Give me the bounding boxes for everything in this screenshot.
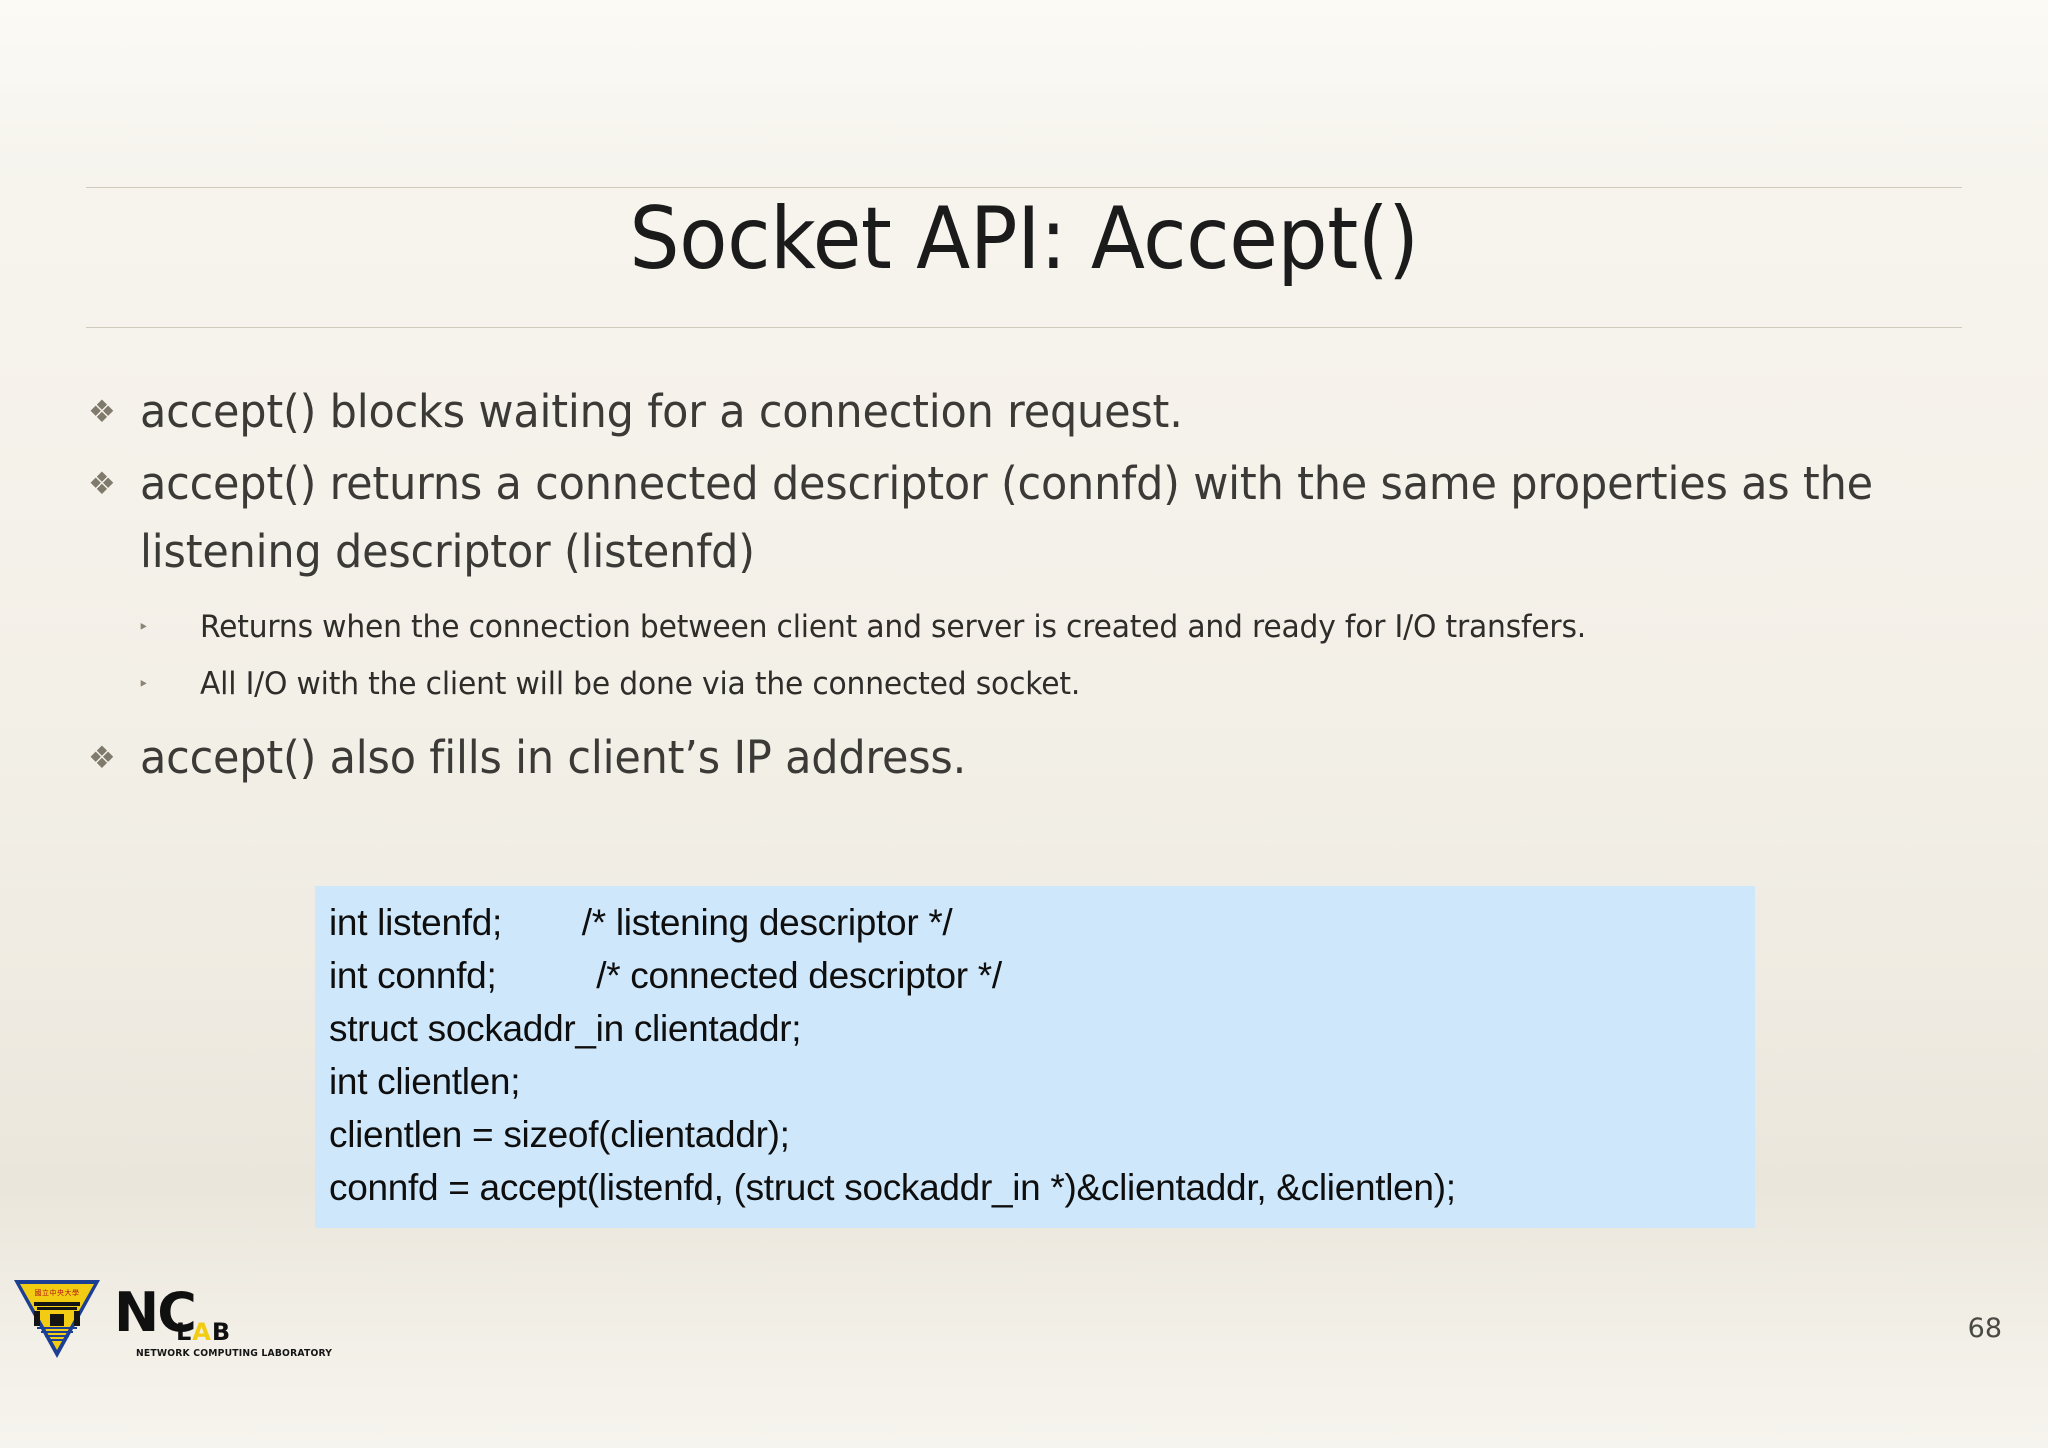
list-item-label: All I/O with the client will be done via…: [200, 666, 1081, 702]
list-item: ‣ All I/O with the client will be done v…: [86, 657, 1986, 712]
nclab-lab-b: B: [211, 1318, 232, 1346]
crest-waves: [34, 1327, 80, 1343]
code-line: clientlen = sizeof(clientaddr);: [329, 1114, 790, 1155]
spacer: [86, 714, 1986, 724]
title-rule-top: [86, 187, 1962, 188]
triangle-bullet-icon: ‣: [138, 617, 149, 637]
page-title: Socket API: Accept(): [629, 189, 1419, 289]
university-crest-icon: 國立中央大學: [14, 1280, 100, 1360]
diamond-bullet-icon: ❖: [88, 466, 116, 501]
code-block: int listenfd; /* listening descriptor */…: [315, 886, 1755, 1228]
list-item: ❖ accept() returns a connected descripto…: [86, 450, 1986, 586]
list-item: ❖ accept() blocks waiting for a connecti…: [86, 378, 1986, 446]
nclab-lab-a: A: [192, 1318, 212, 1346]
title-rule-bottom: [86, 327, 1962, 328]
nclab-logo: NC LAB NETWORK COMPUTING LABORATORY: [114, 1281, 332, 1360]
code-line: int clientlen;: [329, 1061, 521, 1102]
code-line: connfd = accept(listenfd, (struct sockad…: [329, 1167, 1456, 1208]
nclab-subtitle: NETWORK COMPUTING LABORATORY: [136, 1348, 333, 1359]
diamond-bullet-icon: ❖: [88, 394, 116, 429]
footer-logo: 國立中央大學 NC LAB NETWORK COMPUTING LABORATO…: [14, 1280, 332, 1360]
spacer: [86, 590, 1986, 600]
list-item: ❖ accept() also fills in client’s IP add…: [86, 724, 1986, 792]
list-item-label: accept() blocks waiting for a connection…: [140, 385, 1183, 438]
crest-chinese-text: 國立中央大學: [34, 1289, 80, 1297]
list-item: ‣ Returns when the connection between cl…: [86, 600, 1986, 655]
code-line: struct sockaddr_in clientaddr;: [329, 1008, 802, 1049]
nclab-lab-text: LAB: [176, 1320, 231, 1344]
list-item-label: Returns when the connection between clie…: [200, 609, 1587, 645]
list-item-label: accept() returns a connected descriptor …: [140, 457, 1873, 578]
nclab-nc-text: NC: [114, 1281, 197, 1344]
nclab-lab-l: L: [176, 1318, 193, 1346]
page-number: 68: [1967, 1313, 2002, 1344]
crest-gate-glyph: [34, 1302, 80, 1326]
diamond-bullet-icon: ❖: [88, 740, 116, 775]
bullet-list: ❖ accept() blocks waiting for a connecti…: [86, 378, 1986, 796]
triangle-bullet-icon: ‣: [138, 674, 149, 694]
code-line: int listenfd; /* listening descriptor */: [329, 902, 953, 943]
code-line: int connfd; /* connected descriptor */: [329, 955, 1002, 996]
list-item-label: accept() also fills in client’s IP addre…: [140, 731, 967, 784]
